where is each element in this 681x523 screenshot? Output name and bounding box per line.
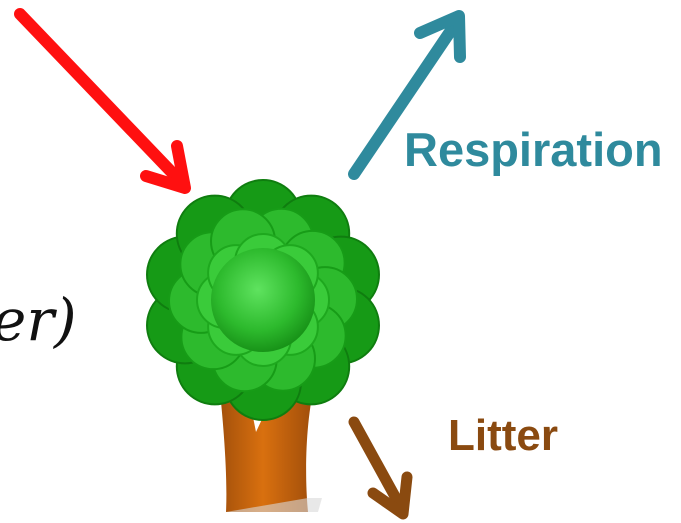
tree-foliage — [147, 180, 379, 420]
foliage-lobe — [211, 248, 315, 352]
incoming-arrow — [20, 14, 185, 188]
litter-arrow — [354, 422, 407, 514]
partial-equation-text: er) — [0, 286, 77, 354]
litter-label: Litter — [448, 411, 558, 460]
tree-icon — [147, 180, 379, 512]
respiration-label: Respiration — [404, 123, 663, 176]
